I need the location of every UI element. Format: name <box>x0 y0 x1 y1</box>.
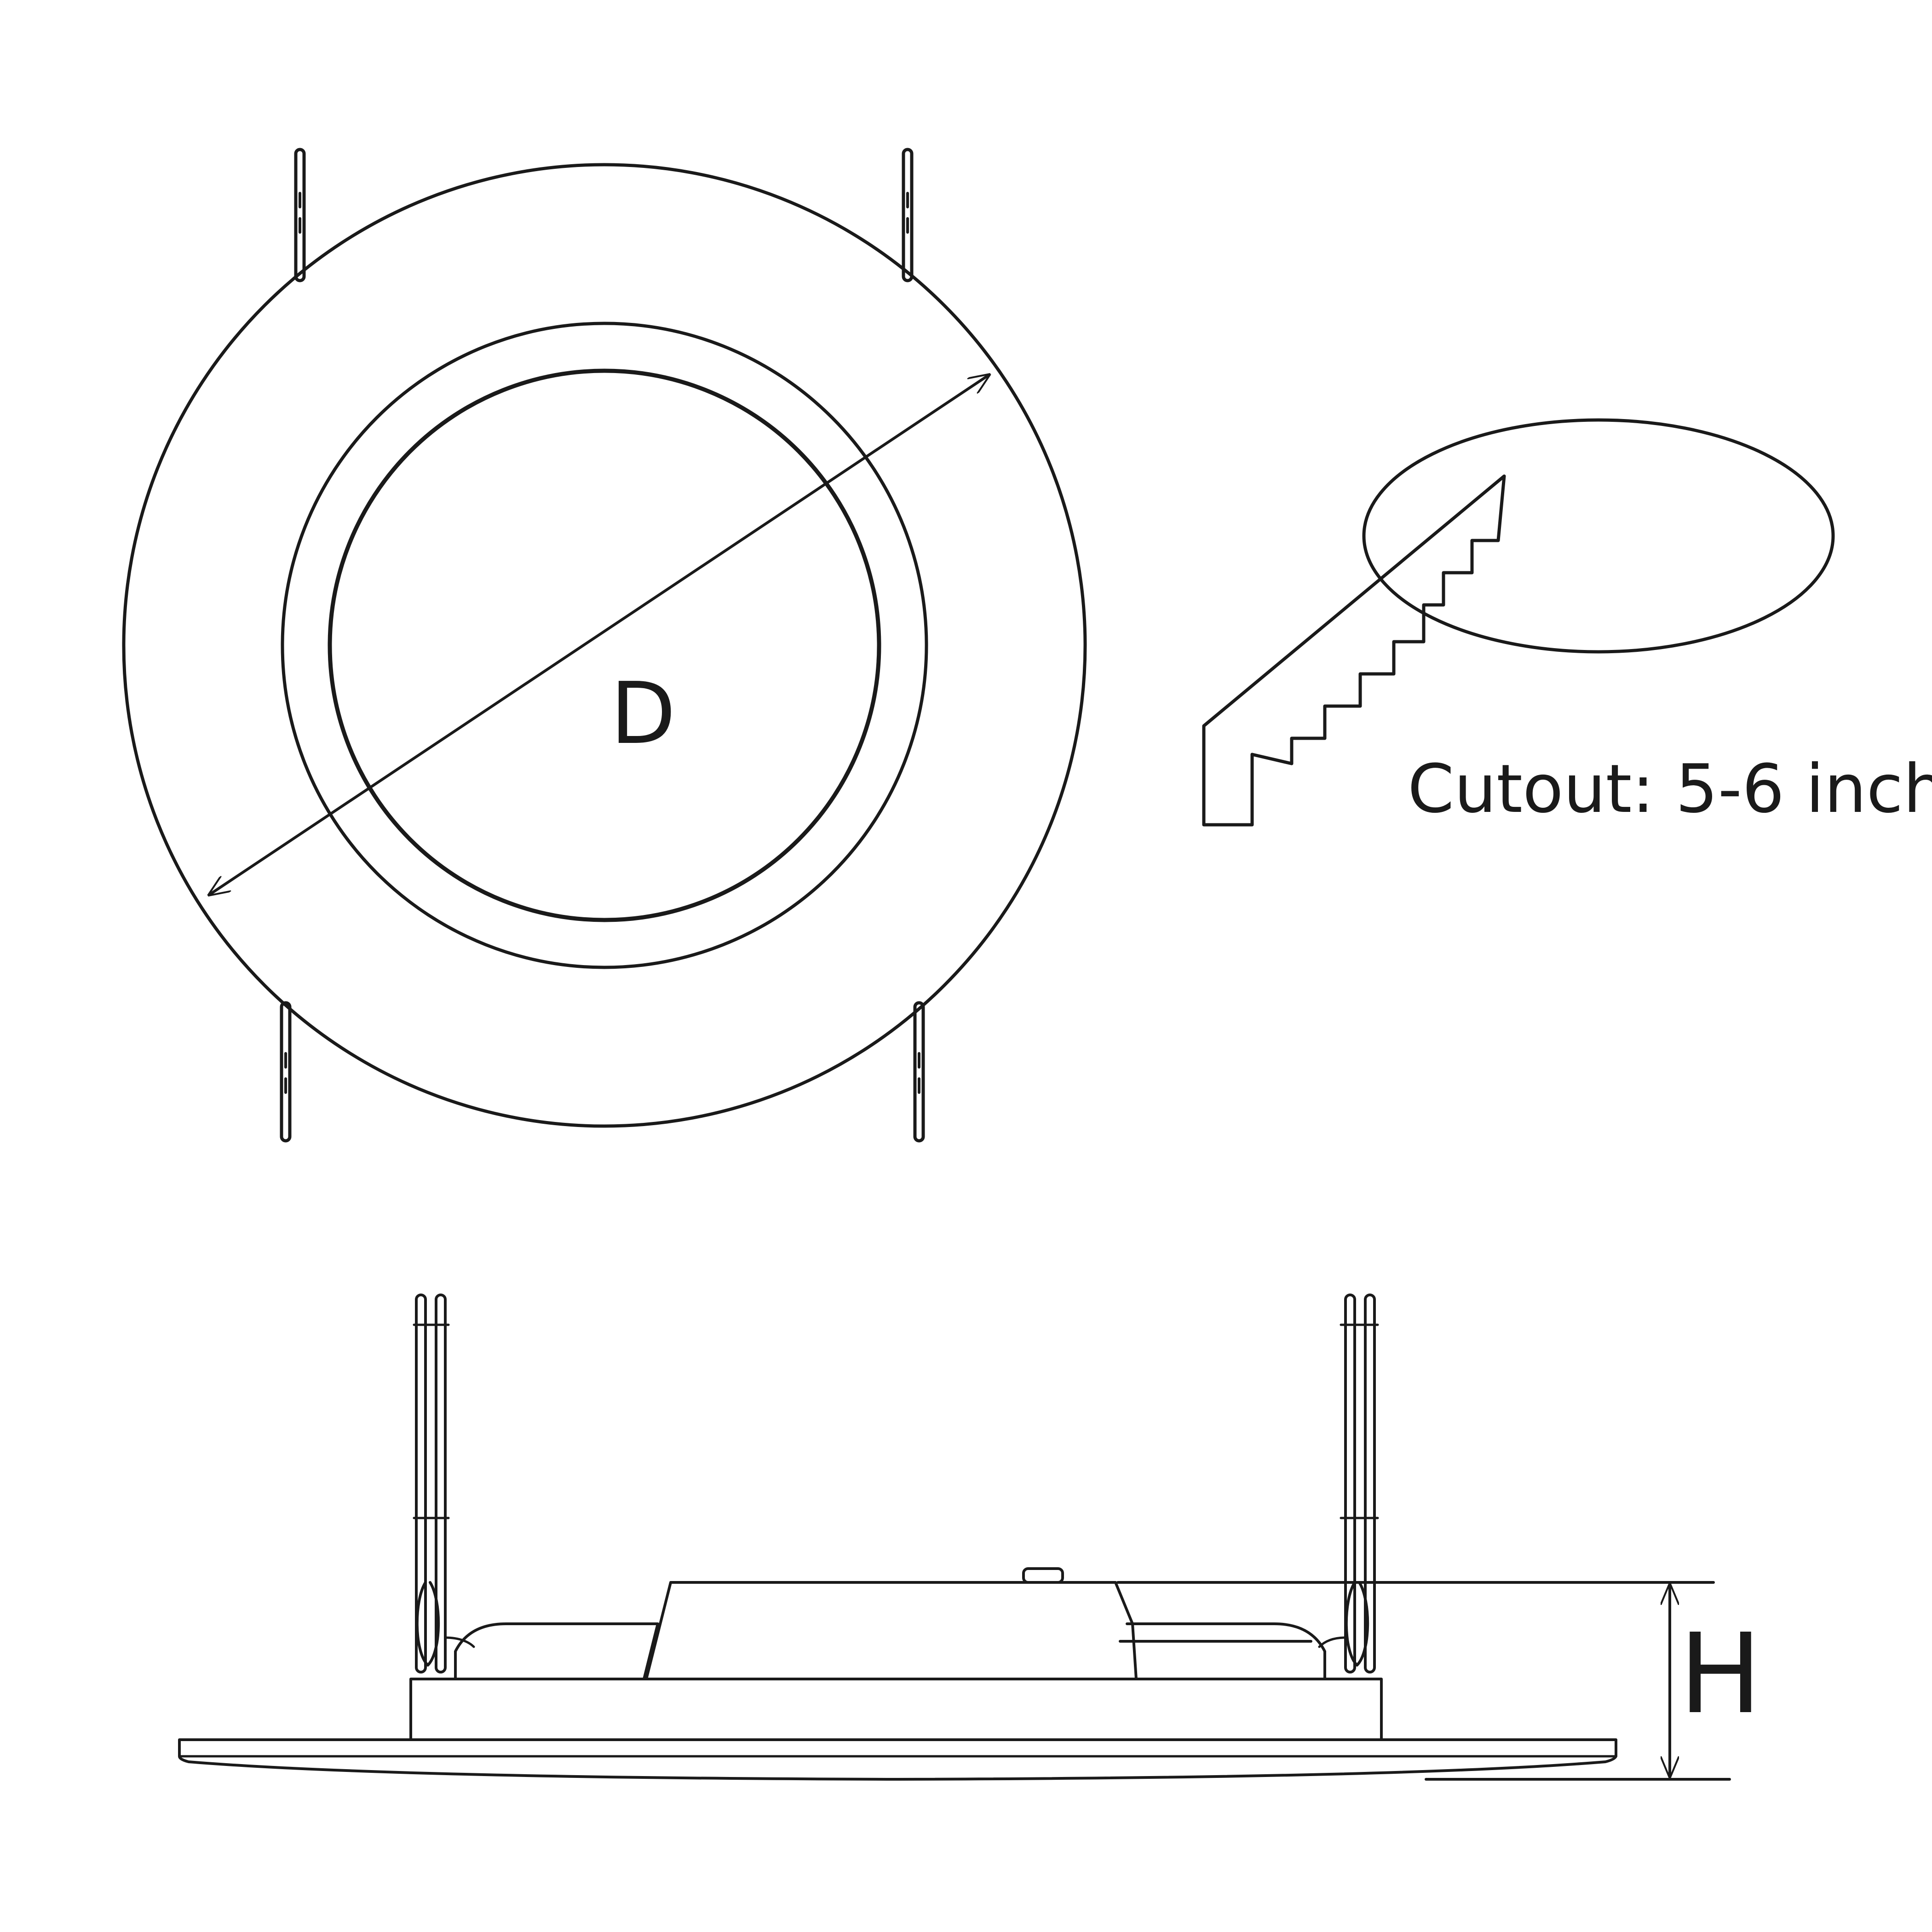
lens-circle <box>328 368 881 922</box>
cutout-label: Cutout: 5-6 inch <box>1408 750 1932 828</box>
trim-flange <box>178 1738 1617 1781</box>
spring-clip-bottom-right <box>913 1001 925 1143</box>
spring-clip-top-left <box>294 148 306 282</box>
side-spring-clip-left <box>413 1294 475 1673</box>
spring-clip-bottom-left <box>280 1001 292 1143</box>
side-spring-clip-right <box>1318 1294 1379 1673</box>
saw-blade <box>1202 474 1506 827</box>
side-view: H <box>178 1294 1762 1781</box>
housing-shoulder-left <box>454 1622 659 1680</box>
diameter-label: D <box>610 664 676 763</box>
top-knob <box>1022 1567 1064 1584</box>
outer-trim-circle <box>122 163 1087 1128</box>
inner-ring-circle <box>281 322 928 969</box>
spring-clip-top-right <box>902 148 914 282</box>
housing-shoulder-right <box>1126 1622 1326 1680</box>
cutout-hole-ellipse <box>1362 418 1835 654</box>
cutout-detail: Cutout: 5-6 inch <box>1202 418 1932 828</box>
diameter-dimension-arrow <box>209 375 989 895</box>
height-label: H <box>1679 1610 1762 1738</box>
top-view: D <box>122 148 1087 1143</box>
base-band <box>409 1678 1383 1741</box>
driver-housing <box>645 1581 1138 1680</box>
